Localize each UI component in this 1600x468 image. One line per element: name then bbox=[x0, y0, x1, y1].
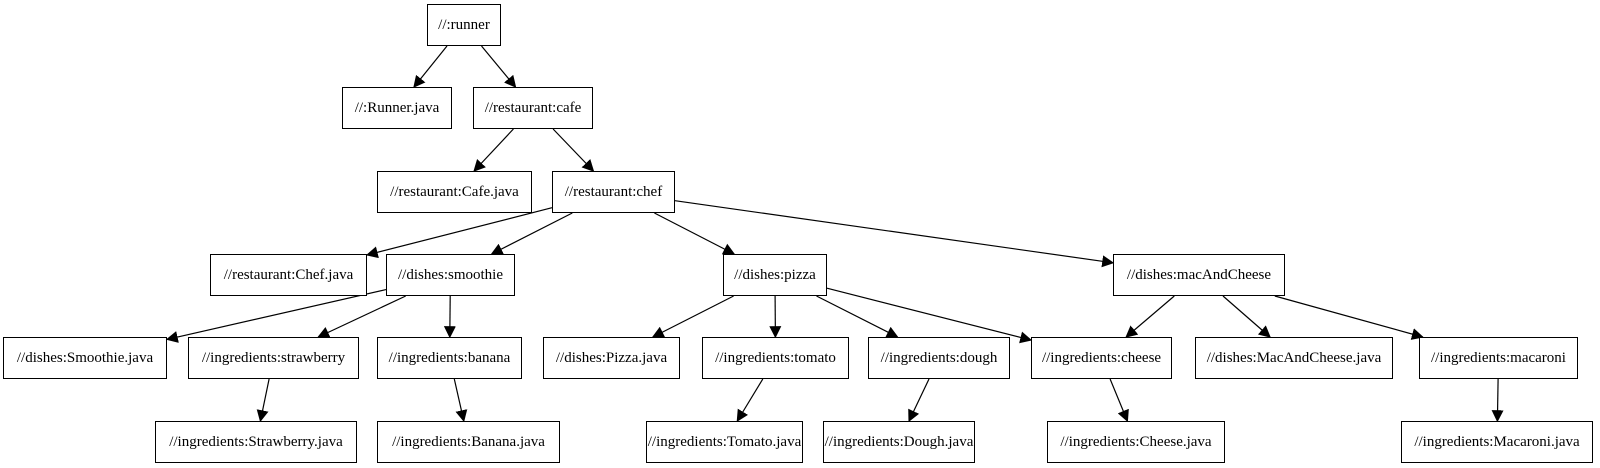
node-label: //:runner bbox=[438, 16, 490, 33]
edge-macandcheese-to-macaroni bbox=[1274, 295, 1424, 340]
graph-node-banana: //ingredients:banana bbox=[377, 337, 522, 379]
node-label: //ingredients:cheese bbox=[1041, 349, 1162, 366]
edge-smoothie-to-strawberry bbox=[317, 295, 406, 338]
node-label: //dishes:Pizza.java bbox=[555, 349, 668, 366]
graph-node-pizza: //dishes:pizza bbox=[723, 254, 827, 296]
edge-banana-to-banana_java bbox=[453, 378, 468, 423]
graph-node-cheese: //ingredients:cheese bbox=[1031, 337, 1172, 379]
node-label: //ingredients:Strawberry.java bbox=[169, 433, 343, 450]
node-label: //dishes:smoothie bbox=[398, 266, 503, 283]
edge-tomato-to-tomato_java bbox=[736, 378, 764, 423]
node-label: //ingredients:Banana.java bbox=[392, 433, 545, 450]
edge-pizza-to-pizza_java bbox=[651, 295, 734, 338]
graph-node-chef: //restaurant:chef bbox=[552, 171, 675, 213]
graph-node-cheese_java: //ingredients:Cheese.java bbox=[1047, 421, 1225, 463]
edge-dough-to-dough_java bbox=[908, 378, 930, 423]
graph-node-runner_java: //:Runner.java bbox=[342, 87, 452, 129]
node-label: //ingredients:tomato bbox=[715, 349, 836, 366]
edge-macaroni-to-macaroni_java bbox=[1491, 378, 1504, 423]
edge-group bbox=[165, 45, 1504, 423]
graph-node-banana_java: //ingredients:Banana.java bbox=[377, 421, 560, 463]
edge-chef-to-macandcheese bbox=[674, 200, 1115, 268]
node-label: //restaurant:cafe bbox=[484, 99, 582, 116]
graph-node-smoothie_java: //dishes:Smoothie.java bbox=[3, 337, 167, 379]
node-label: //restaurant:chef bbox=[564, 183, 663, 200]
edge-pizza-to-cheese bbox=[826, 287, 1033, 344]
node-label: //dishes:Smoothie.java bbox=[16, 349, 154, 366]
graph-node-runner: //:runner bbox=[427, 4, 501, 46]
graph-node-chef_java: //restaurant:Chef.java bbox=[210, 254, 367, 296]
edge-smoothie-to-smoothie_java bbox=[165, 289, 387, 343]
edge-macandcheese-to-macandcheese_java bbox=[1222, 295, 1271, 338]
graph-node-pizza_java: //dishes:Pizza.java bbox=[543, 337, 680, 379]
node-label: //ingredients:Tomato.java bbox=[647, 433, 802, 450]
edge-chef-to-pizza bbox=[654, 212, 736, 255]
node-label: //dishes:pizza bbox=[734, 266, 816, 283]
edge-chef-to-chef_java bbox=[365, 207, 553, 259]
node-label: //ingredients:Macaroni.java bbox=[1414, 433, 1580, 450]
node-label: //dishes:MacAndCheese.java bbox=[1206, 349, 1382, 366]
edge-chef-to-smoothie bbox=[490, 212, 573, 255]
graph-node-dough: //ingredients:dough bbox=[868, 337, 1010, 379]
edge-runner-to-runner_java bbox=[413, 45, 448, 88]
graph-node-macandcheese_java: //dishes:MacAndCheese.java bbox=[1195, 337, 1393, 379]
graph-node-tomato_java: //ingredients:Tomato.java bbox=[646, 421, 803, 463]
edge-pizza-to-dough bbox=[816, 295, 899, 338]
graph-node-cafe: //restaurant:cafe bbox=[473, 87, 593, 129]
edge-cheese-to-cheese_java bbox=[1109, 378, 1129, 423]
edge-strawberry-to-strawberry_java bbox=[256, 378, 270, 423]
edge-runner-to-cafe bbox=[481, 45, 517, 88]
edge-cafe-to-cafe_java bbox=[473, 128, 514, 172]
node-label: //ingredients:Cheese.java bbox=[1060, 433, 1212, 450]
node-label: //restaurant:Cafe.java bbox=[390, 183, 519, 200]
graph-node-smoothie: //dishes:smoothie bbox=[386, 254, 515, 296]
node-label: //ingredients:dough bbox=[880, 349, 998, 366]
graph-node-cafe_java: //restaurant:Cafe.java bbox=[377, 171, 532, 213]
node-label: //restaurant:Chef.java bbox=[223, 266, 354, 283]
node-label: //:Runner.java bbox=[354, 99, 440, 116]
graph-node-macandcheese: //dishes:macAndCheese bbox=[1113, 254, 1285, 296]
node-label: //ingredients:macaroni bbox=[1431, 349, 1566, 366]
node-label: //ingredients:strawberry bbox=[201, 349, 346, 366]
node-label: //ingredients:Dough.java bbox=[824, 433, 974, 450]
graph-node-strawberry: //ingredients:strawberry bbox=[188, 337, 359, 379]
graph-node-strawberry_java: //ingredients:Strawberry.java bbox=[155, 421, 357, 463]
edge-cafe-to-chef bbox=[552, 128, 595, 172]
graph-node-macaroni: //ingredients:macaroni bbox=[1419, 337, 1578, 379]
node-label: //dishes:macAndCheese bbox=[1126, 266, 1272, 283]
edge-macandcheese-to-cheese bbox=[1125, 295, 1175, 338]
graph-node-dough_java: //ingredients:Dough.java bbox=[823, 421, 975, 463]
graph-node-macaroni_java: //ingredients:Macaroni.java bbox=[1401, 421, 1593, 463]
graph-node-tomato: //ingredients:tomato bbox=[702, 337, 849, 379]
node-label: //ingredients:banana bbox=[388, 349, 511, 366]
